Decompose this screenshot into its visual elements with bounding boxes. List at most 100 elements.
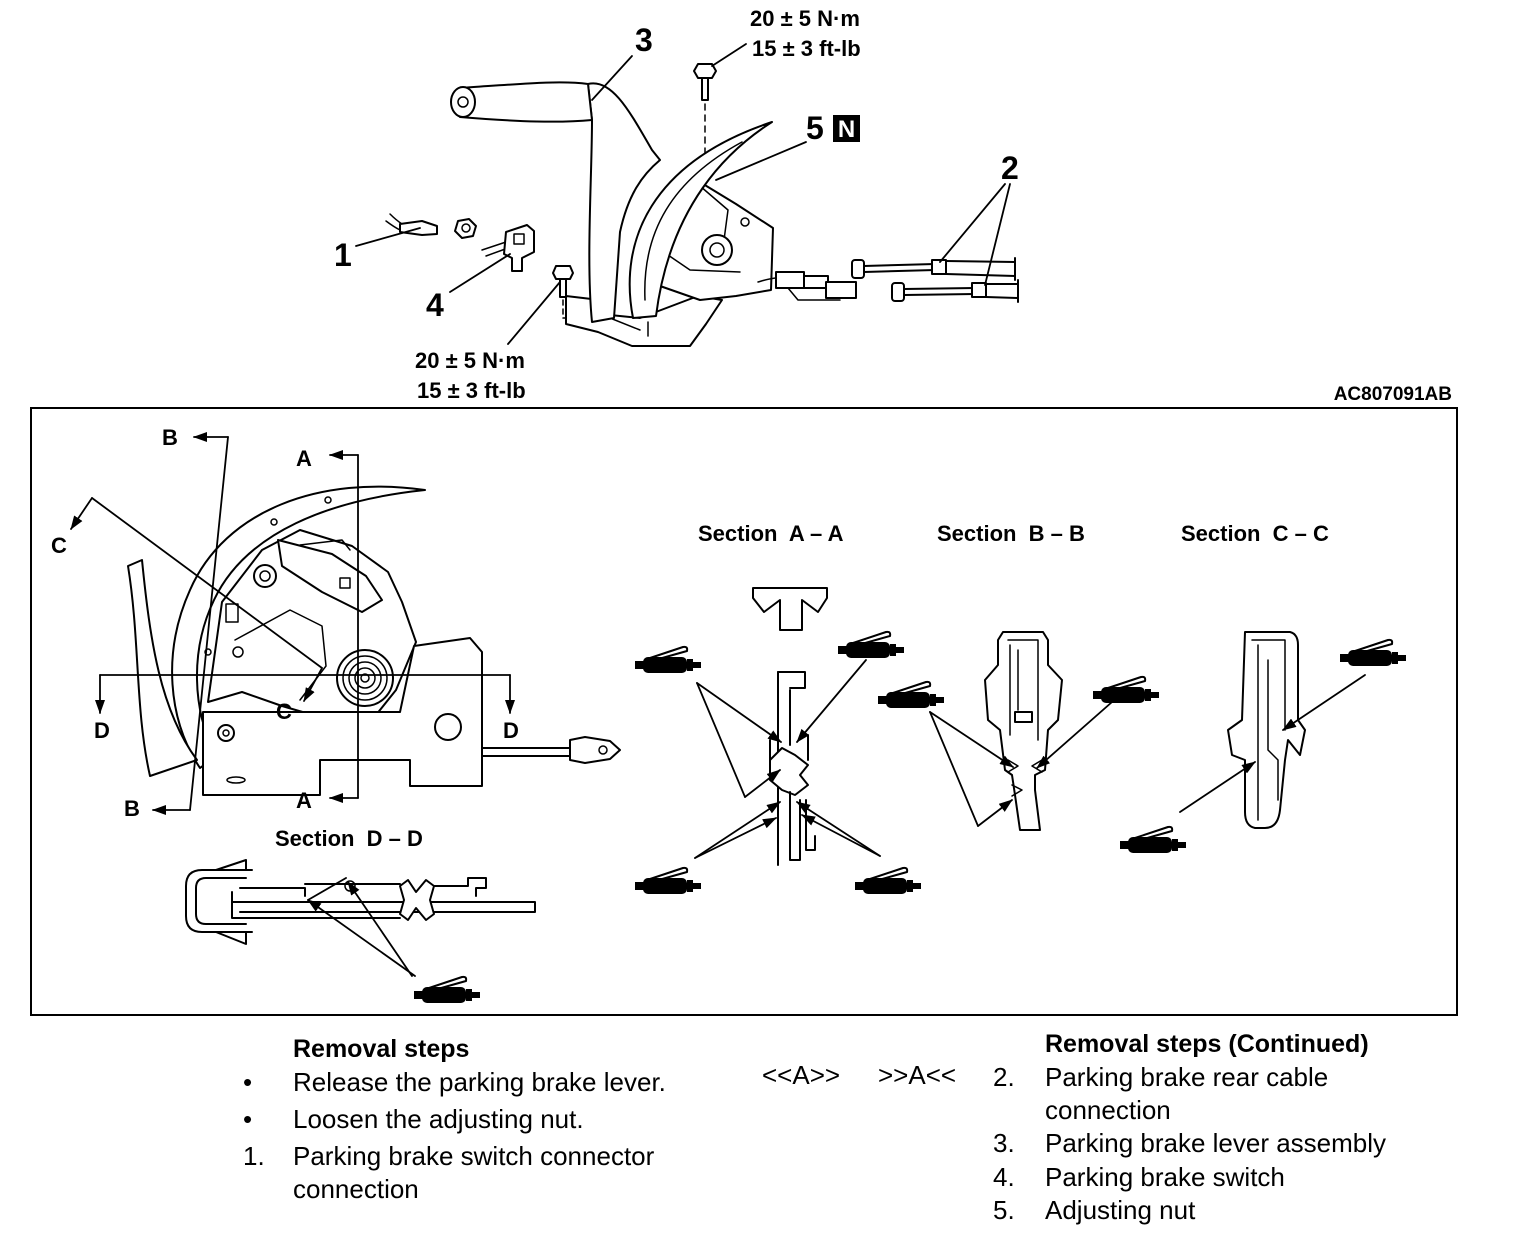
plate-hole — [740, 217, 750, 227]
callout-2: 2 — [1001, 150, 1019, 186]
removal-steps: Removal steps • Release the parking brak… — [243, 1035, 666, 1204]
grease-gun-icon — [1092, 675, 1160, 704]
section-detail-frame — [30, 407, 1458, 1016]
section-b-b-drawing — [929, 631, 1113, 831]
section-b-block — [1014, 711, 1033, 723]
pivot-pin — [253, 564, 277, 588]
clip-inner-channel — [195, 877, 247, 925]
lubricant-leader — [307, 877, 347, 901]
new-part-badge-label: N — [838, 116, 855, 143]
adjusting-nut-ring — [342, 655, 388, 701]
lubricant-leader — [1036, 701, 1113, 769]
lever-grip — [459, 81, 593, 123]
section-marker-a-top: A — [296, 446, 312, 471]
lubricant-leader — [977, 799, 1013, 827]
section-d-d-drawing — [185, 859, 536, 977]
section-marker-b-top: B — [162, 425, 178, 450]
brake-lever-exploded-view — [355, 43, 1019, 347]
section-c-housing — [1227, 631, 1306, 829]
lubricant-leader — [801, 814, 881, 857]
upper-mount-bolt-head — [693, 63, 717, 79]
step-marker: 5. — [993, 1195, 1015, 1225]
lubricant-leader — [307, 899, 416, 977]
plate-hole — [232, 646, 244, 658]
release-button — [450, 86, 476, 118]
section-a-title: Section A – A — [698, 521, 844, 546]
section-c-c-drawing — [1179, 631, 1366, 829]
lubricant-leader — [796, 659, 867, 743]
section-marker-a-bottom: A — [296, 788, 312, 813]
step-text: Loosen the adjusting nut. — [293, 1104, 584, 1134]
lubricant-leader — [1179, 761, 1256, 813]
removal-steps-continued: Removal steps (Continued) 2. Parking bra… — [993, 1030, 1386, 1225]
step-text-continued: connection — [1045, 1095, 1171, 1125]
rear-cable-sheath — [985, 279, 1019, 303]
lever-rail — [231, 901, 536, 913]
step-text: Release the parking brake lever. — [293, 1067, 666, 1097]
lever-lower-segment — [127, 559, 198, 777]
step-text-continued: connection — [293, 1174, 419, 1204]
torque-leader-upper — [711, 43, 747, 67]
section-cut-lines — [70, 432, 515, 815]
ratchet-plate-slot — [339, 577, 351, 589]
switch-plunger — [513, 233, 525, 245]
removal-steps-title: Removal steps — [293, 1035, 469, 1063]
rear-cable-ferrule — [971, 282, 987, 298]
base-mount-hole-center — [222, 729, 230, 737]
section-marker-d-left: D — [94, 718, 110, 743]
rear-cable-rod — [903, 287, 976, 296]
step-text: Parking brake switch connector — [293, 1141, 655, 1171]
parking-brake-lever — [587, 82, 661, 323]
base-plate-detail — [202, 637, 483, 796]
pivot-pin-center — [259, 570, 271, 582]
lubricant-leader — [696, 682, 746, 798]
ratchet-plate-slot — [225, 603, 239, 623]
lubricant-leader — [796, 801, 881, 857]
lower-mount-bolt-head — [552, 265, 574, 280]
torque-lower-metric: 20 ± 5 N·m — [415, 348, 525, 373]
parking-brake-switch — [503, 224, 535, 272]
adjusting-nut-top-bore — [709, 242, 725, 258]
callout-leader-2 — [939, 183, 1006, 263]
section-d-hook — [433, 877, 487, 897]
section-a-lower — [789, 791, 816, 861]
section-c-line — [91, 497, 323, 669]
clip-outer-channel — [185, 869, 253, 933]
new-part-badge — [833, 115, 860, 142]
ratchet-plate-rib — [299, 539, 351, 551]
clip-tab — [215, 931, 247, 945]
upper-mount-bolt-shaft — [701, 77, 709, 101]
base-slot — [226, 776, 246, 784]
callout-leader-1 — [355, 227, 421, 247]
lubricant-leader — [929, 711, 1014, 768]
step-text: Parking brake lever assembly — [1045, 1128, 1386, 1158]
cable-end-pin — [598, 745, 608, 755]
harness-connector — [803, 275, 829, 289]
step-marker: 1. — [243, 1141, 265, 1171]
grease-gun-icon — [634, 866, 702, 895]
step-text: Adjusting nut — [1045, 1195, 1196, 1225]
section-c-arrow — [303, 667, 323, 702]
section-d-title: Section D – D — [275, 826, 423, 851]
section-a-cap — [752, 587, 828, 631]
callout-leader-5 — [715, 141, 807, 181]
grease-gun-icon — [854, 866, 922, 895]
step-text: Parking brake switch — [1045, 1162, 1285, 1192]
step-marker: • — [243, 1067, 252, 1097]
ratchet-cover-detail — [171, 485, 426, 769]
section-c-inner — [1251, 639, 1286, 821]
removal-steps-continued-title: Removal steps (Continued) — [1045, 1030, 1369, 1058]
grease-gun-icon — [1339, 638, 1407, 667]
section-b-inner — [1007, 639, 1039, 741]
cover-rivet — [270, 518, 278, 526]
cover-rivet — [324, 496, 332, 504]
grease-gun-icon — [1119, 825, 1187, 854]
section-marker-d-right: D — [503, 718, 519, 743]
section-b-housing — [984, 631, 1063, 831]
section-c-title: Section C – C — [1181, 521, 1329, 546]
section-a-hook — [777, 671, 806, 689]
lower-mount-bolt-shaft — [559, 278, 567, 298]
figure-code: AC807091AB — [1334, 384, 1452, 405]
harness-wire — [787, 287, 841, 301]
ratchet-cover — [628, 121, 773, 319]
